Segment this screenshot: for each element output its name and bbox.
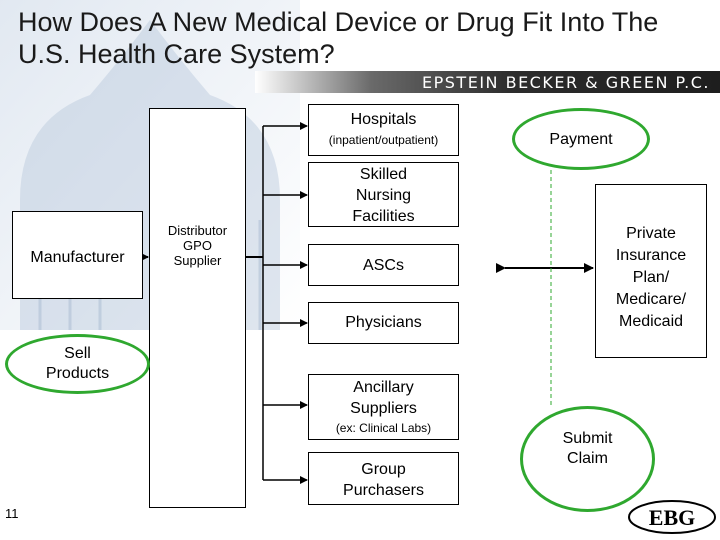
snf-label-line3: Facilities	[352, 208, 415, 225]
private-label-line5: Medicaid	[618, 313, 684, 330]
group-purchasers-box: Group Purchasers	[308, 452, 459, 505]
submit-claim-callout: Submit Claim	[520, 406, 655, 512]
physicians-box: Physicians	[308, 302, 459, 344]
ebg-logo: EBG	[628, 500, 716, 534]
group-label-line2: Purchasers	[343, 482, 424, 499]
sell-label-line1: Sell	[64, 345, 91, 362]
ancillary-box: Ancillary Suppliers (ex: Clinical Labs)	[308, 374, 459, 440]
distributor-label: Distributor	[167, 223, 228, 238]
page-number: 11	[5, 506, 19, 521]
private-label-line3: Plan/	[632, 269, 670, 286]
private-label-line4: Medicare/	[615, 291, 687, 308]
ancillary-label-line1: Ancillary	[353, 379, 414, 396]
hospitals-box: Hospitals (inpatient/outpatient)	[308, 104, 459, 156]
supplier-label: Supplier	[173, 253, 222, 268]
gpo-label: GPO	[183, 238, 212, 253]
ascs-box: ASCs	[308, 244, 459, 286]
snf-label-line1: Skilled	[359, 166, 408, 183]
ancillary-label-line2: Suppliers	[350, 400, 417, 417]
ancillary-sublabel: (ex: Clinical Labs)	[335, 421, 432, 435]
private-insurance-box: Private Insurance Plan/ Medicare/ Medica…	[595, 184, 707, 358]
submit-label-line2: Claim	[567, 450, 608, 467]
sell-products-callout: Sell Products	[5, 334, 150, 394]
sell-label-line2: Products	[45, 365, 110, 382]
hospitals-label: Hospitals	[350, 111, 417, 128]
submit-label-line1: Submit	[562, 430, 613, 447]
private-label-line1: Private	[626, 225, 676, 242]
slide-title: How Does A New Medical Device or Drug Fi…	[18, 7, 659, 69]
manufacturer-box: Manufacturer	[12, 211, 143, 299]
group-label-line1: Group	[361, 461, 406, 478]
private-label-line2: Insurance	[615, 247, 687, 264]
distributor-box: Distributor GPO Supplier	[149, 108, 246, 508]
logo-text: EBG	[649, 505, 695, 530]
snf-label-line2: Nursing	[355, 187, 412, 204]
firm-banner: EPSTEIN BECKER & GREEN P.C.	[255, 71, 720, 93]
firm-name: EPSTEIN BECKER & GREEN P.C.	[422, 73, 710, 92]
payment-callout: Payment	[512, 108, 650, 170]
hospitals-sublabel: (inpatient/outpatient)	[328, 133, 439, 147]
snf-box: Skilled Nursing Facilities	[308, 162, 459, 227]
